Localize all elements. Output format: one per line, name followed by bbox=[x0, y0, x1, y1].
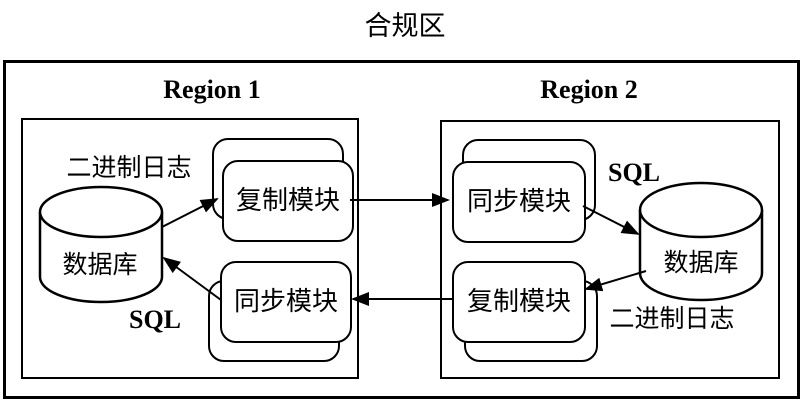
region-1-box bbox=[21, 118, 359, 379]
replication-module-r1-label: 复制模块 bbox=[235, 186, 340, 215]
replication-module-r2-box: 复制模块 bbox=[452, 261, 586, 343]
sync-module-r2-label: 同步模块 bbox=[466, 187, 571, 216]
database-label-r1: 数据库 bbox=[62, 252, 138, 279]
sync-module-r1-label: 同步模块 bbox=[233, 287, 338, 316]
region-2-title: Region 2 bbox=[540, 75, 638, 104]
replication-module-r2-label: 复制模块 bbox=[466, 287, 571, 316]
region-1-title: Region 1 bbox=[163, 75, 261, 104]
binlog-label-r1: 二进制日志 bbox=[66, 155, 192, 182]
sync-module-r2-box: 同步模块 bbox=[452, 161, 586, 243]
replication-module-r1-box: 复制模块 bbox=[222, 160, 354, 242]
region-2-box bbox=[440, 120, 780, 379]
compliance-zone-title: 合规区 bbox=[364, 11, 446, 41]
database-label-r2: 数据库 bbox=[663, 250, 739, 277]
sql-label-r2: SQL bbox=[607, 158, 661, 187]
binlog-label-r2: 二进制日志 bbox=[609, 306, 735, 333]
compliance-zone-boundary bbox=[3, 60, 800, 399]
sql-label-r1: SQL bbox=[128, 305, 182, 334]
sync-module-r1-box: 同步模块 bbox=[220, 261, 352, 343]
